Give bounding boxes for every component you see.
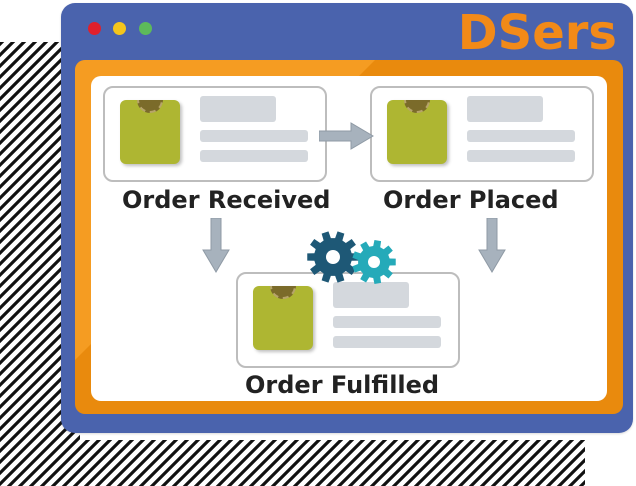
close-window-dot[interactable]: [88, 22, 101, 35]
right-arrow-icon: [319, 122, 374, 150]
maximize-window-dot[interactable]: [139, 22, 152, 35]
title-placeholder-bar: [467, 96, 543, 122]
text-placeholder-bar: [467, 150, 575, 162]
app-window: DSers Order Received Order Placed: [61, 3, 633, 433]
title-placeholder-bar: [333, 282, 409, 308]
order-flow-panel: Order Received Order Placed Order Fulfil…: [91, 76, 607, 401]
order-placed-label: Order Placed: [383, 186, 559, 214]
order-received-card: [103, 86, 327, 182]
down-arrow-icon: [478, 218, 506, 273]
dsers-logo: DSers: [457, 5, 617, 61]
order-fulfilled-label: Order Fulfilled: [245, 371, 440, 399]
text-placeholder-bar: [200, 150, 308, 162]
order-fulfilled-card: [236, 272, 460, 368]
text-placeholder-bar: [467, 130, 575, 142]
minimize-window-dot[interactable]: [113, 22, 126, 35]
down-arrow-icon: [202, 218, 230, 273]
text-placeholder-bar: [200, 130, 308, 142]
product-image-icon: [120, 100, 180, 164]
text-placeholder-bar: [333, 336, 441, 348]
product-image-icon: [253, 286, 313, 350]
order-received-label: Order Received: [122, 186, 331, 214]
product-image-icon: [387, 100, 447, 164]
gear-icon: [307, 231, 359, 283]
gear-icon: [352, 240, 396, 284]
title-placeholder-bar: [200, 96, 276, 122]
content-frame: Order Received Order Placed Order Fulfil…: [75, 60, 623, 414]
text-placeholder-bar: [333, 316, 441, 328]
order-placed-card: [370, 86, 594, 182]
